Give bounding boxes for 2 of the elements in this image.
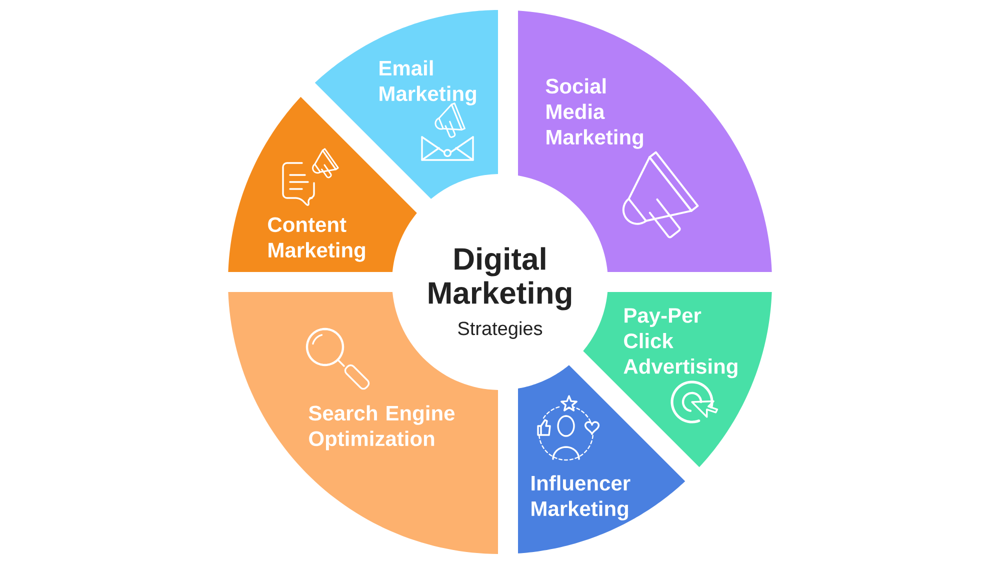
- wheel-segment: Pay-Per Click Advertising: [583, 292, 772, 468]
- wheel-segment: Email Marketing: [314, 10, 498, 199]
